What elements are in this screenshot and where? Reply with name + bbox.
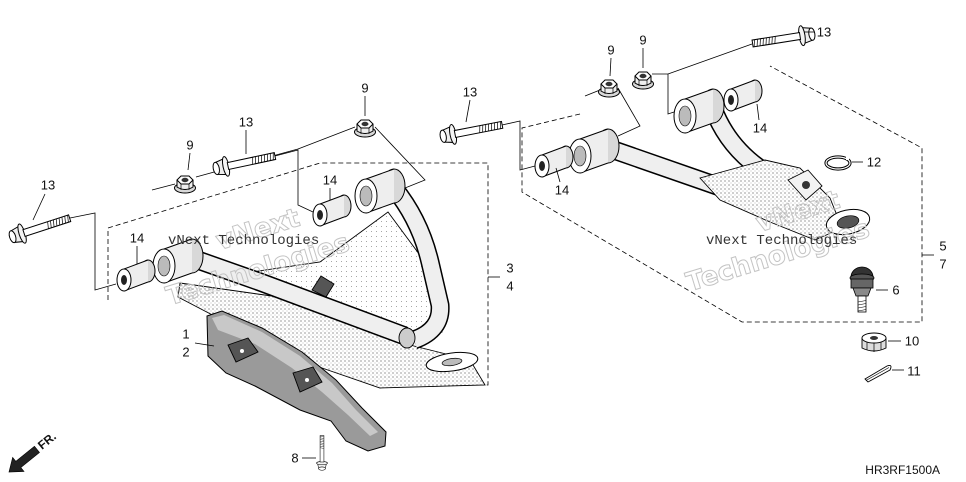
bolt-left-inner [210,145,278,180]
circlip-gap [846,156,849,160]
leader-line [555,167,561,183]
callout-lower-arm-a: 3 [506,261,513,276]
bolt-axis-line [501,120,536,171]
callout-bushing-left-inner: 14 [323,173,337,188]
ball-joint [849,266,875,313]
lower-arm-bracket-outline [107,162,489,386]
nut-axis-line [617,87,641,137]
lower-arm-front-tube [188,249,409,345]
leader-line [609,57,612,77]
callout-guard-a: 1 [182,327,189,342]
front-arrow-icon [8,445,40,473]
bolt-axis-line [69,212,117,291]
tube-body [189,250,408,344]
castle-nut-slots [866,342,882,352]
castle-nut-hole [870,336,878,340]
bolt-axis-line [274,149,314,213]
callout-bolt-right-rear: 13 [817,25,831,40]
callout-circlip: 12 [867,155,881,170]
callout-upper-arm-b: 7 [939,257,946,272]
guard-bolt [316,435,328,471]
cotter-pin [864,365,892,383]
callout-nut-right-a: 9 [607,43,614,58]
lower-arm-center-bracket [311,275,335,298]
ball-joint-neck [852,287,872,297]
callout-upper-arm-a: 5 [939,239,946,254]
watermark-right: vNext Technologies vNext Technologies [682,185,873,299]
callout-bushing-right-front: 14 [555,183,569,198]
callout-bushing-right-rear: 14 [753,121,767,136]
callout-cotter-pin: 11 [907,364,921,379]
nut-left-rear [354,119,376,138]
cotter-pin-split [865,367,890,381]
callout-bolt-left-inner: 13 [239,115,253,130]
tube-body [387,182,449,348]
upper-arm-assembly: 13 9 9 13 14 14 12 5 7 6 10 11 [437,23,947,383]
nut-axis-line [374,126,426,191]
callout-nut-left-rear: 9 [361,81,368,96]
bolt-axis-line [667,43,753,75]
leader-line [194,342,215,347]
watermark-caption: vNext Technologies [706,233,857,249]
bracket-tab-hole [802,181,810,189]
skid-plate [206,310,387,452]
bolt-right-rear [750,23,817,54]
upper-arm-bracket-outline [521,65,923,323]
callout-lower-arm-b: 4 [506,279,513,294]
nut-right-a [598,79,620,98]
callout-nut-left-front: 9 [186,138,193,153]
callout-guard-bolt: 8 [291,451,298,466]
ball-joint-eye-hole [836,215,860,229]
watermark-caption: vNext Technologies [168,233,319,249]
ball-joint-threads [857,300,867,312]
ball-joint-body [850,278,874,289]
skid-plate-face [212,315,378,436]
leader-line [187,152,191,171]
lower-arm-assembly: 13 14 9 13 14 9 3 4 1 2 8 [6,81,514,471]
bushing-right-rear [723,79,763,112]
leader-line [756,103,760,121]
diagram-code: HR3RF1500A [865,463,940,477]
nut-right-b [632,71,654,90]
bolt-left-outer [6,208,74,248]
front-direction-indicator: FR. [8,429,59,473]
ball-joint-seat-hole [441,357,463,367]
front-tube-end-cap [398,327,416,349]
bushing-left-outer [116,259,156,292]
skid-plate-hole [240,349,244,353]
front-direction-label: FR. [35,429,59,452]
nut-axis-line [652,73,675,115]
nut-axis-line [151,183,176,191]
callout-bushing-left-outer: 14 [130,231,144,246]
nut-axis-line [584,89,601,97]
circlip [824,155,852,171]
callout-ball-joint: 6 [892,283,899,298]
castle-nut [861,332,887,352]
bolt-right-front [437,114,505,148]
callout-bolt-right-front: 13 [463,85,477,100]
lower-arm-rear-tube [386,182,450,349]
leader-line [465,99,471,123]
nut-left-front [174,175,196,194]
bushing-left-inner [312,194,352,227]
bushing-right-front [534,145,574,178]
callout-castle-nut: 10 [905,334,919,349]
leader-line [32,193,46,221]
upper-arm-front-pivot [568,128,620,174]
callout-guard-b: 2 [182,345,189,360]
callout-bolt-left-outer: 13 [41,178,55,193]
callout-nut-right-b: 9 [639,33,646,48]
circlip-ring-highlight [825,156,851,170]
skid-plate-hole [305,378,309,382]
